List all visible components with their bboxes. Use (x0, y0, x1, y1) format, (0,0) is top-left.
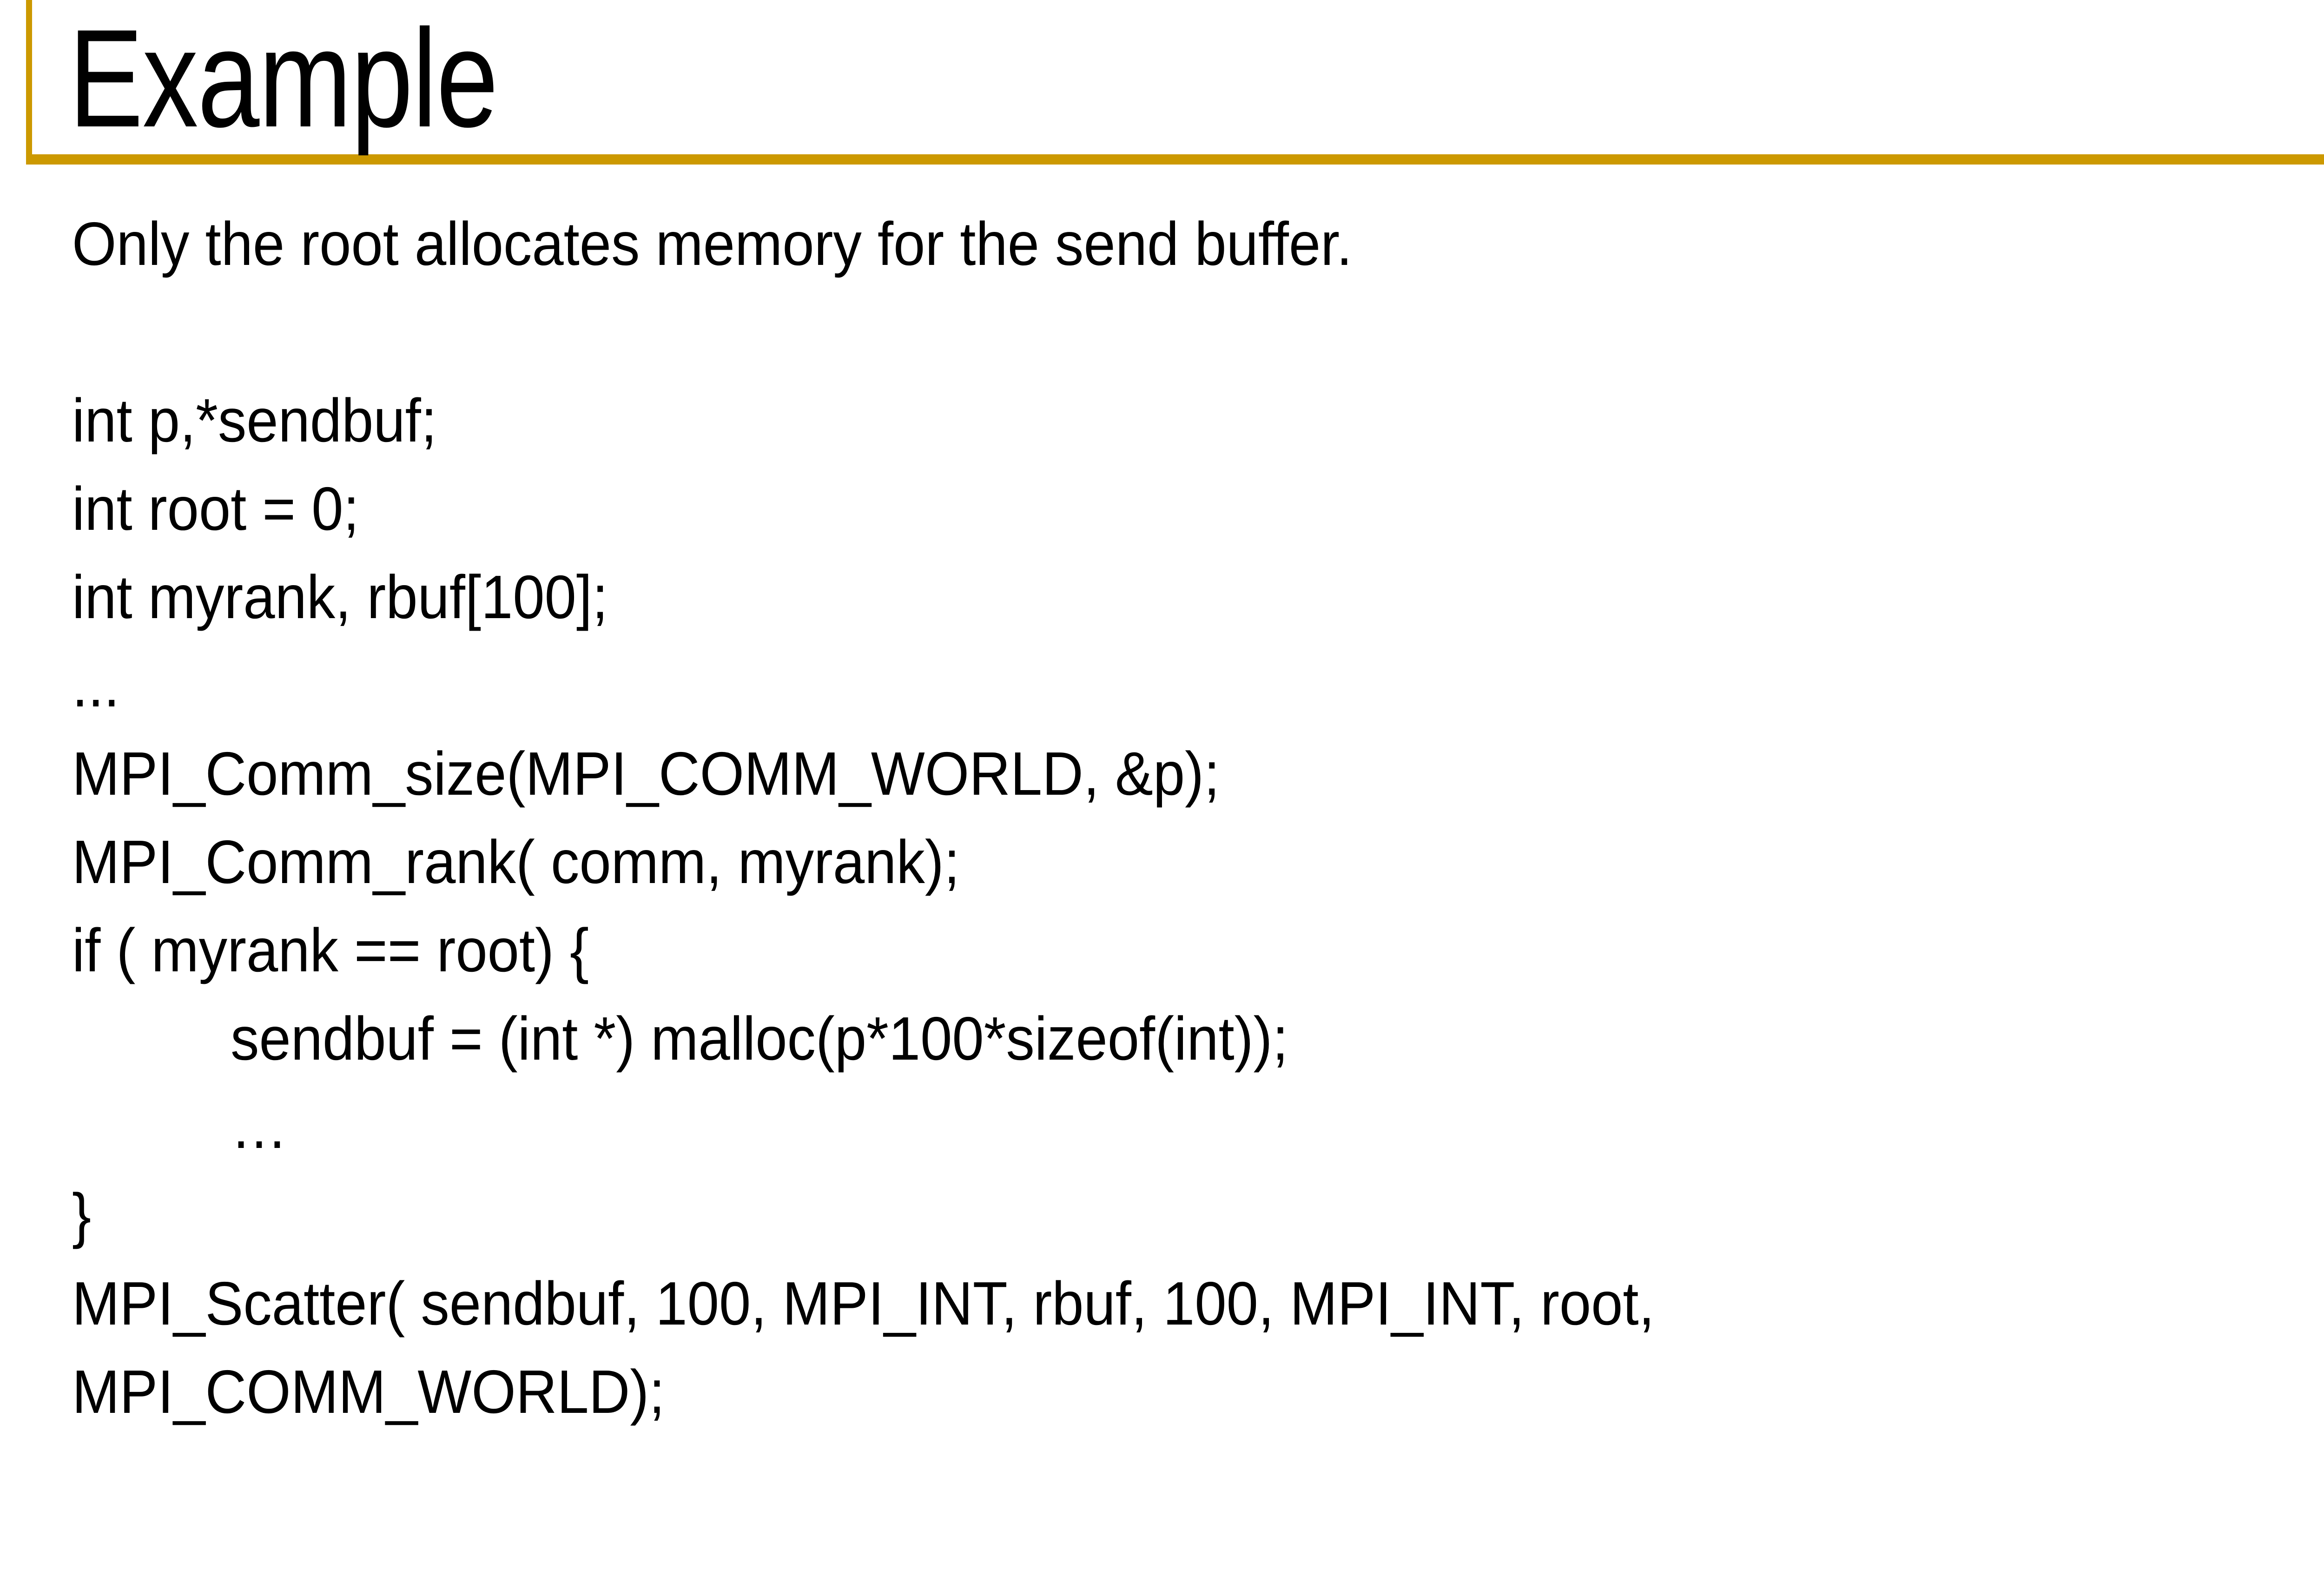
slide-body: Only the root allocates memory for the s… (0, 200, 2324, 1436)
body-intro-text: Only the root allocates memory for the s… (72, 210, 1353, 278)
slide-title: Example (69, 0, 498, 156)
code-line-ellipsis-top: ... (72, 651, 120, 719)
title-accent-vertical-bar (26, 0, 32, 160)
code-line-declare-p-sendbuf: int p,*sendbuf; (72, 386, 437, 455)
code-line-close-brace: } (72, 1181, 92, 1249)
code-line-declare-root: int root = 0; (72, 475, 359, 543)
code-line-malloc-sendbuf: sendbuf = (int *) malloc(p*100*sizeof(in… (72, 1004, 1288, 1073)
code-line-ellipsis-inner: … (72, 1093, 288, 1161)
body-blank-line (72, 288, 2259, 376)
code-line-if-myrank-root: if ( myrank == root) { (72, 916, 589, 984)
title-accent-horizontal-rule (26, 154, 2324, 165)
code-line-mpi-comm-size: MPI_Comm_size(MPI_COMM_WORLD, &p); (72, 739, 1220, 808)
slide-header: Example (0, 0, 2324, 172)
code-line-mpi-scatter: MPI_Scatter( sendbuf, 100, MPI_INT, rbuf… (72, 1269, 1655, 1338)
code-line-mpi-comm-rank: MPI_Comm_rank( comm, myrank); (72, 828, 960, 896)
code-line-declare-myrank-rbuf: int myrank, rbuf[100]; (72, 563, 608, 631)
code-line-mpi-comm-world: MPI_COMM_WORLD); (72, 1358, 665, 1426)
